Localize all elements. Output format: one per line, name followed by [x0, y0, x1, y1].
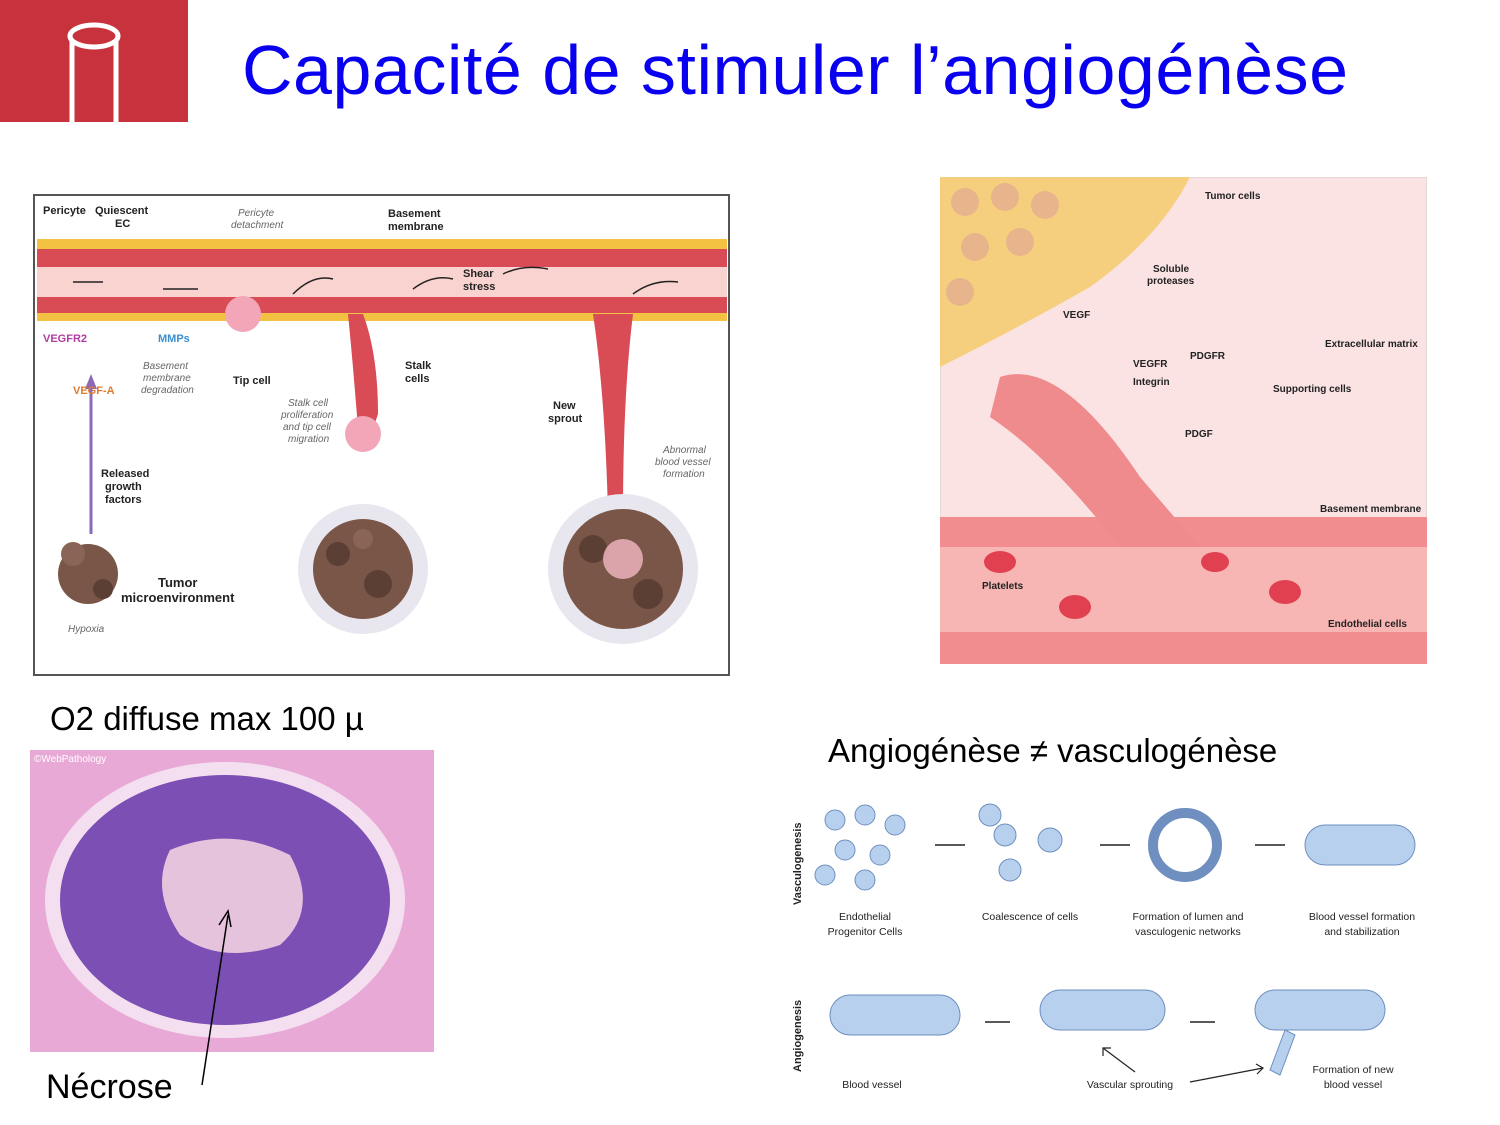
label-pdgf: PDGF	[1185, 429, 1213, 440]
label-proteases: proteases	[1147, 276, 1195, 287]
logo-glyph-icon	[67, 22, 121, 122]
label-proliferation: proliferation	[280, 410, 334, 421]
label-pericyte: Pericyte	[43, 205, 86, 217]
label-membrane: membrane	[388, 221, 444, 233]
label-released: Released	[101, 468, 149, 480]
label-stress: stress	[463, 281, 495, 293]
label-quiescent: Quiescent	[95, 205, 149, 217]
label-mmps: MMPs	[158, 333, 190, 345]
label-angiogenesis: Angiogenesis	[792, 1000, 804, 1072]
label-bm-membrane: membrane	[143, 373, 191, 384]
histology-image: ©WebPathology	[30, 750, 434, 1052]
label-cells: cells	[405, 373, 429, 385]
label-vegf-a: VEGF-A	[73, 385, 115, 397]
label-vasculogenesis: Vasculogenesis	[792, 822, 804, 905]
label-step4b: and stabilization	[1324, 926, 1399, 938]
label-step1b: Progenitor Cells	[828, 926, 903, 938]
caption-necrose: Nécrose	[46, 1068, 173, 1106]
label-vegfr: VEGFR	[1133, 359, 1168, 370]
label-new: New	[553, 400, 576, 412]
label-sprouting: Vascular sprouting	[1087, 1079, 1173, 1091]
label-growth: growth	[105, 481, 142, 493]
label-ec: EC	[115, 218, 130, 230]
label-endothelial: Endothelial cells	[1328, 619, 1407, 630]
label-a-step3b: blood vessel	[1324, 1079, 1382, 1091]
label-formation: formation	[663, 469, 705, 480]
label-sprout: sprout	[548, 413, 583, 425]
vasculo-angio-figure: Vasculogenesis Angiogenesis Endothelial …	[792, 803, 1416, 1091]
label-tumor-cells: Tumor cells	[1205, 191, 1261, 202]
label-stalk: Stalk	[405, 360, 432, 372]
sprouting-angiogenesis-figure: Pericyte Quiescent EC Basement membrane …	[33, 194, 730, 676]
logo	[0, 0, 188, 122]
label-degradation: degradation	[141, 385, 194, 396]
label-vegfr2: VEGFR2	[43, 333, 87, 345]
label-platelets: Platelets	[982, 581, 1024, 592]
label-pericyte-det: Pericyte	[238, 208, 275, 219]
label-factors: factors	[105, 494, 142, 506]
label-stalk-prolif: Stalk cell	[288, 398, 329, 409]
label-soluble: Soluble	[1153, 264, 1190, 275]
label-step3: Formation of lumen and	[1133, 911, 1244, 923]
label-step1: Endothelial	[839, 911, 891, 923]
label-blood-vessel: blood vessel	[655, 457, 711, 468]
label-bm: Basement	[143, 361, 189, 372]
label-detachment: detachment	[231, 220, 284, 231]
label-and-tip: and tip cell	[283, 422, 332, 433]
label-pdgfr: PDGFR	[1190, 351, 1226, 362]
label-ecm: Extracellular matrix	[1325, 339, 1418, 350]
label-step4: Blood vessel formation	[1309, 911, 1415, 923]
tumor-cluster-3	[548, 494, 698, 644]
label-microenvironment: microenvironment	[121, 590, 235, 605]
label-basement-membrane: Basement membrane	[1320, 504, 1422, 515]
watermark: ©WebPathology	[34, 754, 106, 765]
tumor-cluster-2	[298, 504, 428, 634]
label-basement: Basement	[388, 208, 441, 220]
label-integrin: Integrin	[1133, 377, 1170, 388]
label-step3b: vasculogenic networks	[1135, 926, 1241, 938]
label-step2: Coalescence of cells	[982, 911, 1078, 923]
label-tip-cell: Tip cell	[233, 375, 271, 387]
label-tumor: Tumor	[158, 575, 197, 590]
necrose-pointer-arrow	[201, 909, 232, 1086]
tumor-cluster-1	[58, 542, 118, 604]
label-supporting: Supporting cells	[1273, 384, 1352, 395]
label-migration: migration	[288, 434, 330, 445]
caption-o2: O2 diffuse max 100 µ	[50, 700, 364, 737]
caption-angio-vs-vasculo: Angiogénèse ≠ vasculogénèse	[828, 732, 1278, 769]
tumor-vessel-figure: Tumor cells Soluble proteases VEGF VEGFR…	[940, 177, 1427, 664]
page-title: Capacité de stimuler l’angiogénèse	[242, 31, 1349, 109]
label-vegf: VEGF	[1063, 310, 1090, 321]
label-shear: Shear	[463, 268, 494, 280]
label-hypoxia: Hypoxia	[68, 624, 105, 635]
label-a-step1: Blood vessel	[842, 1079, 902, 1091]
label-abnormal: Abnormal	[662, 445, 707, 456]
label-a-step3: Formation of new	[1312, 1064, 1394, 1076]
